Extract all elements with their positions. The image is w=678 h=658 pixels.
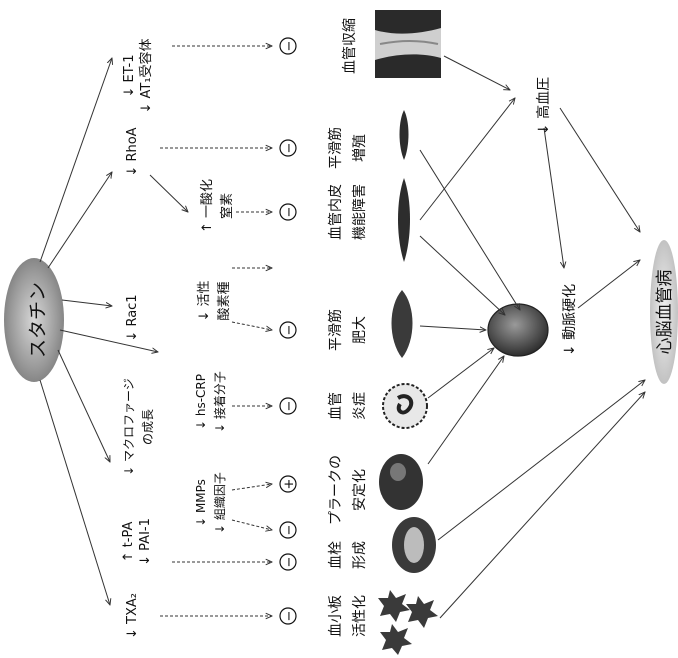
svg-text:−: − (282, 557, 297, 568)
svg-text:+: + (282, 479, 297, 490)
svg-text:↓ hs-CRP: ↓ hs-CRP (194, 374, 208, 430)
svg-text:−: − (282, 611, 297, 622)
svg-text:−: − (282, 525, 297, 536)
svg-text:血管: 血管 (328, 392, 344, 420)
statin-hub-shape (4, 258, 64, 382)
mediator-labels: ↓ ET-1 ↓ AT₁受容体 ↓ RhoA ↑ 一酸化 窒素 ↓ Rac1 ↓… (121, 38, 235, 639)
mediator-tpa: ↑ t-PA ↓ PAI-1 (121, 518, 153, 566)
svg-text:酸素種: 酸素種 (216, 281, 232, 320)
svg-text:安定化: 安定化 (352, 469, 368, 511)
arrow-to-rhoa (47, 172, 112, 269)
mediator-no: ↑ 一酸化 窒素 (200, 179, 235, 233)
svg-text:↑ t-PA: ↑ t-PA (121, 522, 136, 563)
svg-text:↓ マクロファージ: ↓ マクロファージ (122, 378, 136, 476)
smc-hypertrophy (391, 290, 413, 358)
effect-platelet-activation: − 血小板 活性化 (279, 595, 368, 637)
cvd-node: 心脳血管病 (650, 240, 678, 384)
arrow-to-tpa (57, 349, 110, 462)
mediator-ros: ↓ 活性 酸素種 (197, 280, 232, 321)
mediator-macrophage: ↓ マクロファージ の成長 (122, 378, 155, 476)
svg-text:平滑筋: 平滑筋 (327, 309, 344, 351)
svg-text:↓ ET-1: ↓ ET-1 (122, 55, 137, 98)
svg-text:血栓: 血栓 (328, 541, 344, 569)
svg-text:血管収縮: 血管収縮 (342, 18, 358, 74)
sign-minus (279, 607, 297, 625)
outcomes: ↓ 高血圧 ↓ 動脈硬化 心脳血管病 (535, 77, 678, 384)
svg-text:↓ MMPs: ↓ MMPs (194, 479, 208, 527)
arrow-to-rac1 (61, 299, 112, 306)
inflammatory-cell (382, 383, 428, 429)
svg-text:−: − (282, 325, 297, 336)
svg-text:↓ AT₁受容体: ↓ AT₁受容体 (138, 38, 154, 113)
svg-text:↓ 接着分子: ↓ 接着分子 (212, 371, 227, 433)
svg-text:↓ Rac1: ↓ Rac1 (125, 294, 140, 341)
svg-text:炎症: 炎症 (352, 392, 368, 420)
mediator-rhoa: ↓ RhoA (125, 127, 140, 176)
mediator-mmps: ↓ MMPs ↓ 組織因子 (194, 472, 227, 534)
vessel-image (375, 10, 441, 78)
hub-arrows (39, 58, 188, 605)
svg-text:↓ RhoA: ↓ RhoA (125, 127, 140, 176)
svg-text:−: − (282, 41, 297, 52)
sign-minus (279, 397, 297, 415)
effect-smc-hypertrophy: − 平滑筋 肥大 (279, 309, 368, 351)
arrow-to-txa2 (39, 379, 110, 605)
svg-text:平滑筋: 平滑筋 (327, 127, 344, 169)
smc-spindle (399, 110, 409, 160)
arrow-rhoa-to-no (149, 174, 188, 212)
effect-smc-proliferation: − 平滑筋 増殖 (279, 127, 368, 169)
sign-minus (279, 139, 297, 157)
outcome-arrows (419, 55, 645, 619)
sign-plus (279, 475, 297, 493)
mediator-arrows (160, 46, 272, 616)
svg-text:血管内皮: 血管内皮 (328, 184, 344, 240)
arrow-to-macrophage (59, 329, 158, 352)
effect-vasoconstriction: − 血管収縮 (279, 18, 358, 74)
svg-text:血小板: 血小板 (328, 595, 344, 637)
svg-text:−: − (282, 207, 297, 218)
effects: − 血管収縮 − 平滑筋 増殖 − 血管内皮 機能障害 − 平滑筋 肥大 − 血 (279, 18, 368, 637)
statin-hub: スタチン (4, 258, 64, 382)
mediator-txa2: ↓ TXA₂ (125, 593, 140, 639)
svg-text:窒素: 窒素 (219, 193, 235, 219)
svg-text:活性化: 活性化 (352, 595, 368, 637)
svg-text:形成: 形成 (352, 541, 368, 569)
svg-text:の成長: の成長 (141, 409, 155, 445)
svg-text:−: − (282, 401, 297, 412)
plaque (379, 454, 423, 510)
illustrations (375, 10, 549, 655)
svg-text:↑ 一酸化: ↑ 一酸化 (200, 179, 215, 233)
svg-text:↓ PAI-1: ↓ PAI-1 (138, 518, 153, 566)
svg-text:増殖: 増殖 (351, 134, 368, 162)
svg-text:機能障害: 機能障害 (352, 184, 368, 240)
arteriosclerosis-label: ↓ 動脈硬化 (562, 284, 578, 356)
sign-minus (279, 553, 297, 571)
mediator-et1: ↓ ET-1 ↓ AT₁受容体 (122, 38, 154, 113)
sign-minus (279, 203, 297, 221)
effect-vascular-inflammation: − 血管 炎症 (279, 392, 368, 420)
svg-text:↓ TXA₂: ↓ TXA₂ (125, 593, 140, 639)
cvd-label: 心脳血管病 (655, 270, 675, 355)
svg-text:プラークの: プラークの (328, 455, 344, 525)
effect-thrombosis: − − 血栓 形成 (279, 521, 368, 571)
svg-text:肥大: 肥大 (352, 316, 368, 344)
platelet-cluster (378, 590, 438, 655)
central-cell (487, 303, 549, 357)
effect-endothelial-dysfunction: − 血管内皮 機能障害 (279, 184, 368, 240)
svg-text:↓ 組織因子: ↓ 組織因子 (213, 472, 227, 534)
smc-spindle-long (398, 178, 410, 262)
mediator-crp: ↓ hs-CRP ↓ 接着分子 (194, 371, 227, 433)
sign-minus (279, 521, 297, 539)
sign-minus (279, 321, 297, 339)
svg-text:↓ 活性: ↓ 活性 (197, 280, 212, 321)
arrow-to-et1 (39, 58, 112, 263)
statin-label: スタチン (27, 282, 49, 358)
effect-plaque-stabilization: + プラークの 安定化 (279, 455, 368, 525)
svg-text:−: − (282, 143, 297, 154)
mediator-rac1: ↓ Rac1 (125, 294, 140, 341)
sign-minus (279, 37, 297, 55)
cvd-shape (650, 240, 678, 384)
hypertension-label: ↓ 高血圧 (535, 77, 552, 135)
